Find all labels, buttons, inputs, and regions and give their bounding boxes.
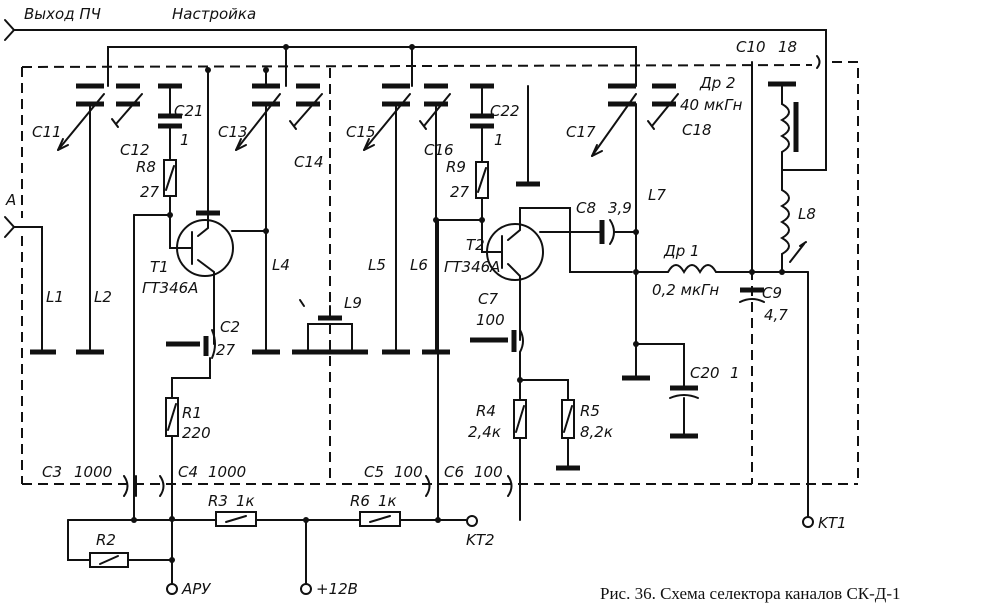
r8-value: 27 [140, 183, 160, 201]
c4-value: 1000 [208, 463, 246, 481]
r9-value: 27 [450, 183, 470, 201]
supply-label: +12В [316, 580, 358, 598]
r6-value: 1к [378, 492, 397, 510]
c22-label: C22 [490, 102, 520, 120]
if-output-line [4, 19, 827, 171]
r1-value: 220 [182, 424, 211, 442]
r8-label: R8 [136, 158, 156, 176]
c3-value: 1000 [74, 463, 112, 481]
agc-label: АРУ [181, 580, 211, 598]
c18-label: C18 [682, 121, 712, 139]
t2-type: ГТ346А [444, 258, 500, 276]
r5-value: 8,2к [580, 423, 613, 441]
r9-label: R9 [446, 158, 466, 176]
c9-value: 4,7 [764, 306, 788, 324]
c7-value: 100 [476, 311, 505, 329]
r3-value: 1к [236, 492, 255, 510]
c15-label: C15 [346, 123, 376, 141]
kt2-label: KT2 [466, 531, 495, 549]
c10-value: 18 [778, 38, 797, 56]
r2-label: R2 [96, 531, 116, 549]
c11-label: C11 [32, 123, 62, 141]
c20-value: 1 [730, 364, 740, 382]
l6-label: L6 [410, 256, 428, 274]
c8-value: 3,9 [608, 199, 632, 217]
l8-label: L8 [798, 205, 816, 223]
c21-label: C21 [174, 102, 204, 120]
c6-label: C6 [444, 463, 464, 481]
stage1-bias [123, 214, 216, 584]
r4-label: R4 [476, 402, 496, 420]
c21-value: 1 [180, 131, 190, 149]
stage2-bias [425, 219, 580, 521]
c7-label: C7 [478, 290, 498, 308]
t1-ref: T1 [150, 258, 169, 276]
dr1-value: 0,2 мкГн [652, 281, 719, 299]
c22-value: 1 [494, 131, 504, 149]
c6-value: 100 [474, 463, 503, 481]
c4-label: C4 [178, 463, 198, 481]
c2-value: 27 [216, 341, 236, 359]
r3-label: R3 [208, 492, 228, 510]
labels: Выход ПЧ Настройка A C11 C12 C21 1 R8 27… [5, 5, 901, 603]
c10-label: C10 [736, 38, 766, 56]
if-output-label: Выход ПЧ [24, 5, 101, 23]
l1-label: L1 [46, 288, 64, 306]
stage2-tuning [363, 83, 679, 381]
c17-label: C17 [566, 123, 596, 141]
t2-ref: T2 [466, 236, 485, 254]
r6-label: R6 [350, 492, 370, 510]
stage1-tuning [57, 67, 323, 355]
c20-label: C20 [690, 364, 720, 382]
l2-label: L2 [94, 288, 112, 306]
antenna-input [4, 216, 56, 355]
c12-label: C12 [120, 141, 150, 159]
r5-label: R5 [580, 402, 600, 420]
c16-label: C16 [424, 141, 454, 159]
c2-label: C2 [220, 318, 240, 336]
t1-type: ГТ346А [142, 279, 198, 297]
dr1-label: Др 1 [663, 242, 700, 260]
output-circuit [633, 61, 814, 528]
l4-label: L4 [272, 256, 290, 274]
dr2-value: 40 мкГн [680, 96, 743, 114]
dr2-label: Др 2 [699, 74, 736, 92]
l9-label: L9 [344, 294, 362, 312]
kt1-label: KT1 [818, 514, 847, 532]
c9-label: C9 [762, 284, 782, 302]
c14-label: C14 [294, 153, 324, 171]
c5-value: 100 [394, 463, 423, 481]
r1-label: R1 [182, 404, 202, 422]
tuning-bus [107, 44, 637, 87]
l5-label: L5 [368, 256, 386, 274]
figure-caption: Рис. 36. Схема селектора каналов СК-Д-1 [600, 584, 901, 603]
l7-label: L7 [648, 186, 666, 204]
c13-label: C13 [218, 123, 248, 141]
l9-coupling [292, 299, 368, 355]
antenna-label: A [5, 191, 16, 209]
tuning-label: Настройка [172, 5, 256, 23]
r4-value: 2,4к [468, 423, 501, 441]
c5-label: C5 [364, 463, 384, 481]
c3-label: C3 [42, 463, 62, 481]
bias-network [67, 511, 478, 595]
c8-label: C8 [576, 199, 596, 217]
